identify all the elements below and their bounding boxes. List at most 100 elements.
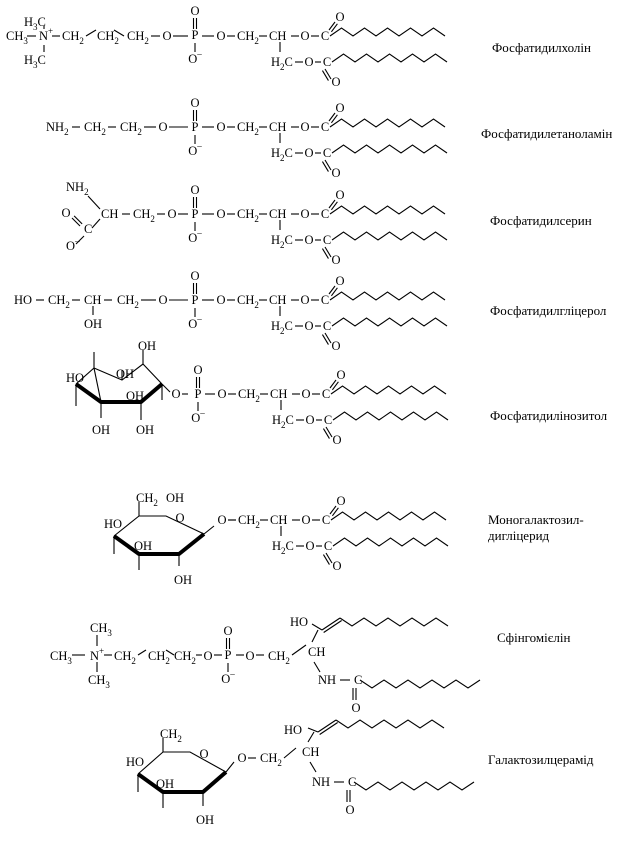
carbonyl-carbon: C: [321, 207, 329, 221]
carbonyl-double-bond: [321, 334, 329, 345]
atom-part: 2: [255, 394, 260, 404]
atom-part: CH: [114, 649, 131, 663]
atom-part: O: [301, 387, 310, 401]
amide-nh: NH: [318, 673, 336, 687]
oxygen-atom: O: [300, 120, 309, 134]
galactose-ring-front-edge: [136, 770, 228, 794]
fatty-acid-chain: [359, 679, 481, 689]
galactose-ring-back-edge: [113, 515, 205, 537]
oxygen-atom: O: [336, 368, 345, 382]
atom-part: NH: [66, 180, 84, 194]
atom-part: CH: [6, 29, 23, 43]
atom-part: CH: [269, 120, 286, 134]
atom-part: O: [216, 120, 225, 134]
atom-part: P: [192, 28, 199, 42]
choline-ch2: CH2: [114, 649, 136, 666]
bond-line: [225, 761, 235, 773]
atom-part: O: [300, 29, 309, 43]
atom-part: O: [190, 183, 199, 197]
glycerol-h2c: H2C: [271, 233, 293, 250]
bond-line: [291, 644, 307, 656]
fatty-acid-chain-2: [332, 537, 449, 547]
atom-part: O: [61, 206, 70, 220]
carbonyl-double-bond: [324, 159, 332, 171]
atom-part: 3: [23, 36, 28, 46]
atom-part: O: [188, 52, 197, 66]
atom-part: CH: [260, 751, 277, 765]
atom-part: C: [38, 15, 46, 29]
fatty-acid-chain: [353, 781, 475, 791]
glycerol-h2c: H2C: [272, 413, 294, 430]
atom-part: O: [193, 363, 202, 377]
oxygen-atom: O: [305, 413, 314, 427]
carbonyl-double-bond: [329, 379, 337, 389]
atom-part: O: [190, 4, 199, 18]
atom-part: 2: [285, 656, 290, 666]
carbonyl-double-bond: [321, 248, 329, 259]
amide-carbon: C: [348, 775, 356, 789]
atom-part: O: [331, 253, 340, 267]
atom-part: O: [203, 649, 212, 663]
atom-part: O: [304, 233, 313, 247]
atom-part: –: [74, 236, 80, 246]
oxygen-atom: O: [300, 29, 309, 43]
atom-part: 3: [67, 656, 72, 666]
atom-part: CH: [117, 293, 134, 307]
glycerol-h2c: H2C: [272, 539, 294, 556]
atom-part: CH: [269, 293, 286, 307]
galactose-ring-front-edge: [112, 532, 206, 556]
atom-part: O: [304, 55, 313, 69]
oxygen-atom: O: [216, 29, 225, 43]
methyl-group: H3C: [24, 15, 46, 32]
ethanolamine-ch2: CH2: [120, 120, 142, 137]
trans-double-bond: [323, 620, 342, 633]
atom-part: P: [192, 293, 199, 307]
atom-part: CH: [88, 673, 105, 687]
oxygen-atom: O: [331, 166, 340, 180]
oxygen-atom: O: [335, 101, 344, 115]
atom-part: O: [304, 319, 313, 333]
atom-part: CH: [302, 745, 319, 759]
atom-part: CH: [84, 293, 101, 307]
phosphorus-atom: P: [192, 28, 199, 42]
atom-part: NH: [318, 673, 336, 687]
atom-part: C: [84, 222, 92, 236]
oxygen-atom: O: [335, 274, 344, 288]
atom-part: 2: [144, 36, 149, 46]
label-phosphatidylserine: Фосфатидилсерин: [490, 213, 592, 228]
atom-part: O: [216, 293, 225, 307]
atom-part: HO: [104, 517, 122, 531]
atom-part: CH: [48, 293, 65, 307]
atom-part: 2: [165, 656, 170, 666]
amide-nh: NH: [312, 775, 330, 789]
oxygen-atom: O: [331, 75, 340, 89]
atom-part: 2: [280, 153, 285, 163]
atom-part: O: [345, 803, 354, 817]
atom-part: CH: [174, 649, 191, 663]
hydroxyl-group: OH: [134, 539, 152, 553]
atom-part: P: [192, 120, 199, 134]
oxygen-atom: O: [345, 803, 354, 817]
atom-part: 3: [105, 680, 110, 690]
bond-line: [313, 661, 321, 673]
atom-part: OH: [116, 367, 134, 381]
atom-part: P: [225, 648, 232, 662]
oxygen-atom: O: [162, 29, 171, 43]
atom-part: O: [158, 120, 167, 134]
hydroxyl-group: OH: [92, 423, 110, 437]
atom-part: HO: [14, 293, 32, 307]
oxygen-atom: O: [190, 96, 199, 110]
oxygen-atom: O: [203, 649, 212, 663]
glycerol-ch: CH: [270, 513, 287, 527]
phosphorus-atom: P: [225, 648, 232, 662]
hydroxyl-group: OH: [174, 573, 192, 587]
oxygen-atom: O: [167, 207, 176, 221]
atom-part: CH: [237, 207, 254, 221]
hydroxyl-group: HO: [284, 723, 302, 737]
oxygen-atom: O: [193, 363, 202, 377]
carbonyl-carbon: C: [321, 293, 329, 307]
atom-part: C: [285, 319, 293, 333]
atom-part: H: [271, 146, 280, 160]
carbonyl-double-bond: [328, 285, 336, 295]
phosphorus-atom: P: [192, 293, 199, 307]
